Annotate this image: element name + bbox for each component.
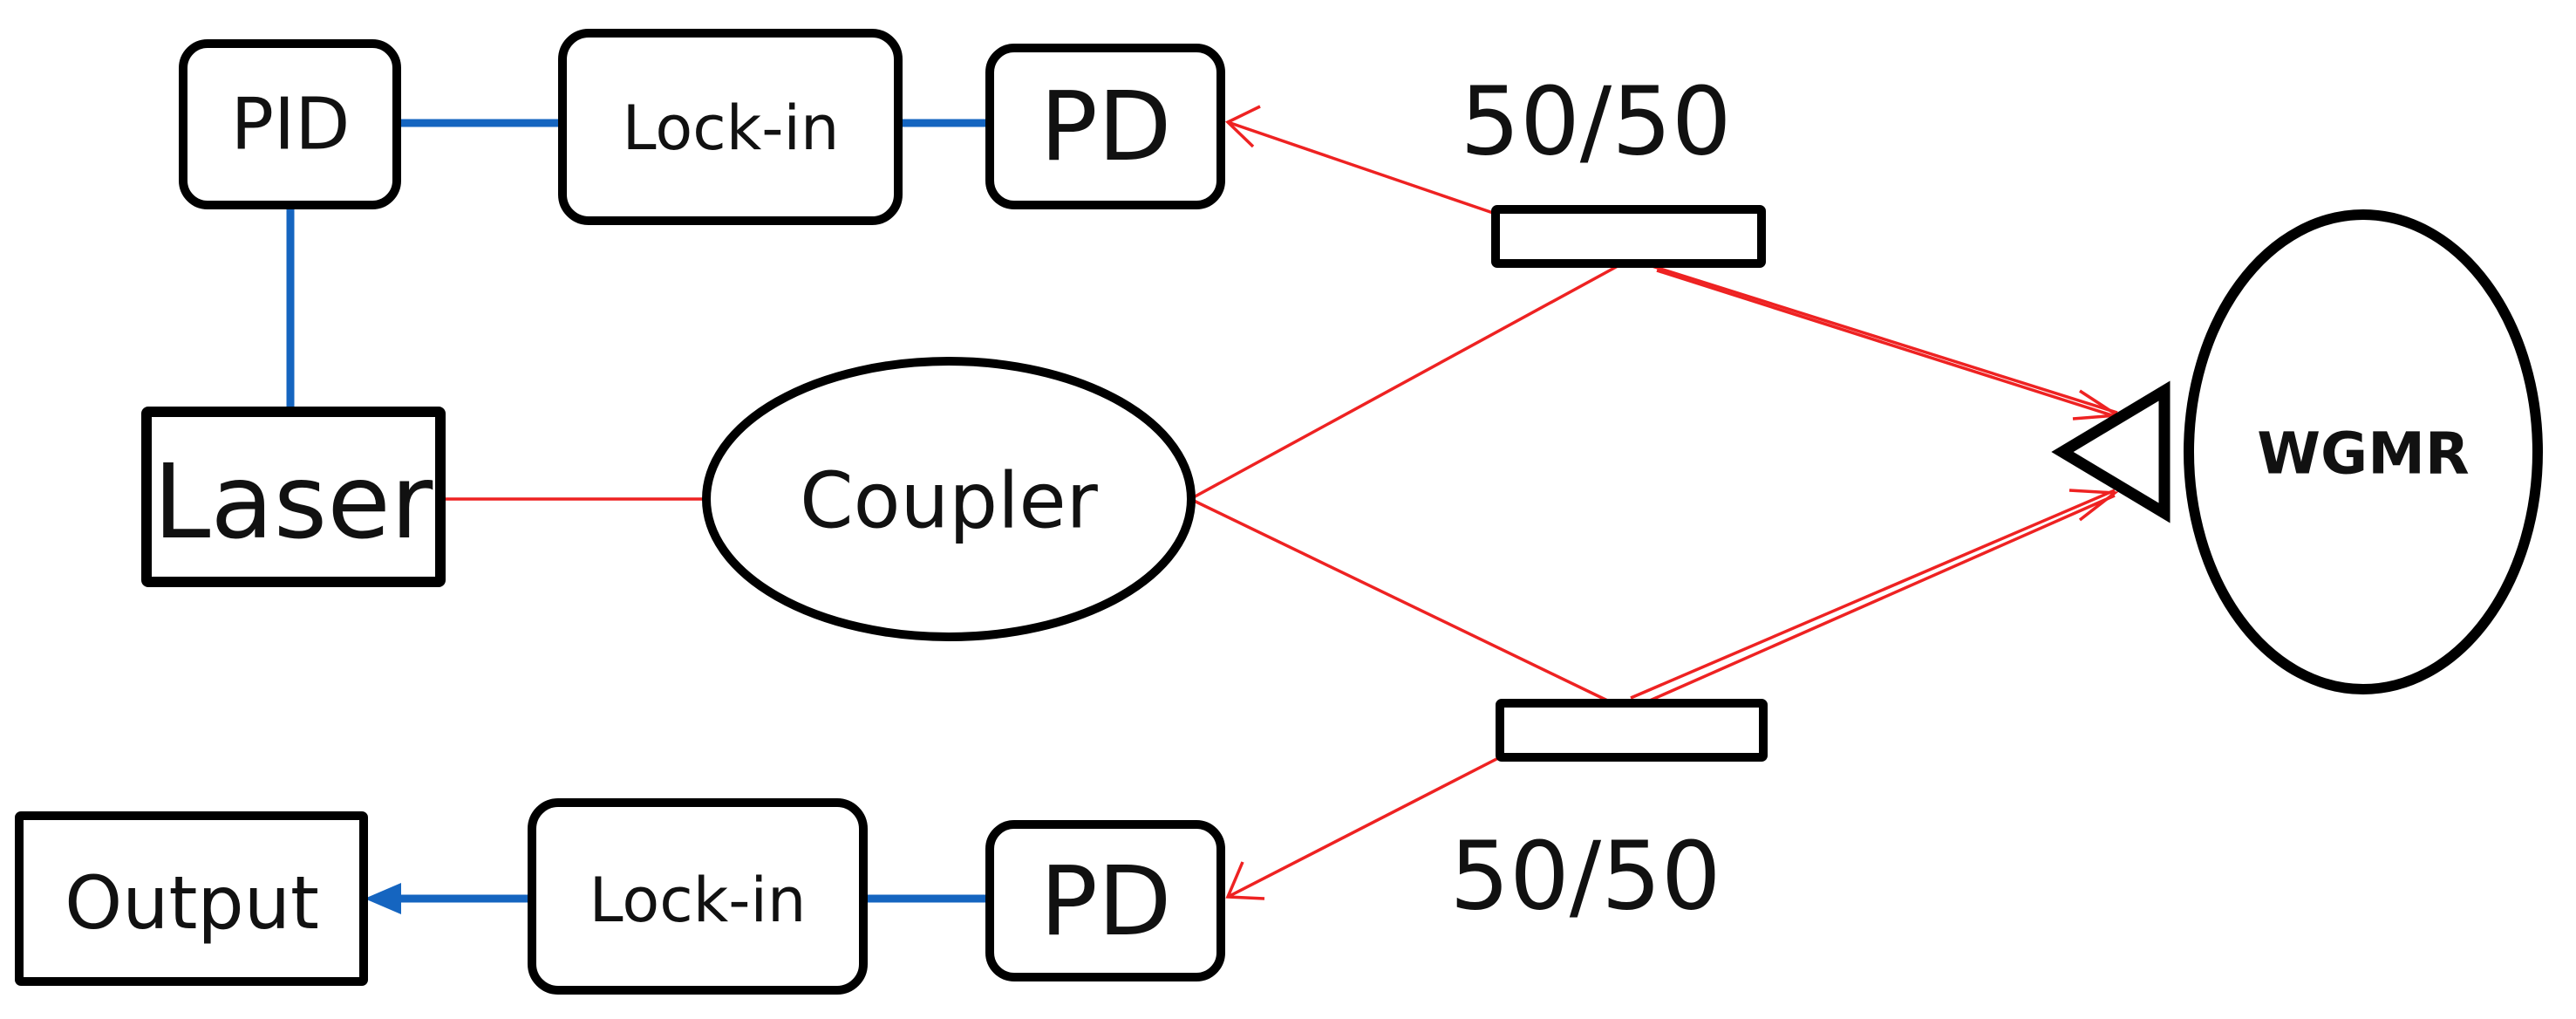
arrowhead-pd-top: [1224, 105, 1261, 148]
beam-splitter-bottom-prism-a: [1630, 489, 2116, 700]
splitter-bottom-ratio: 50/50: [1449, 823, 1721, 932]
beam-coupler-splitter-top: [1189, 264, 1619, 501]
pd-bottom-label: PD: [1039, 845, 1171, 957]
prism-icon: [2051, 380, 2171, 523]
arrowhead-prism-lower: [2068, 489, 2119, 522]
lockin-top-box: [558, 29, 903, 225]
pd-bottom-box: [985, 820, 1225, 981]
pd-top-box: [985, 44, 1225, 209]
beam-splitter-bottom-prism-b: [1643, 494, 2116, 705]
wgmr-label: WGMR: [2257, 421, 2469, 488]
output-box: [15, 811, 368, 986]
splitter-top: [1491, 205, 1766, 268]
lockin-top-label: Lock-in: [623, 92, 840, 164]
coupler-label: Coupler: [800, 456, 1099, 546]
coupler-ellipse: [702, 357, 1196, 641]
beam-splitter-pd-top: [1227, 120, 1496, 215]
arrowhead-to-output: [365, 883, 401, 914]
laser-box: [141, 407, 446, 587]
beam-splitter-pd-bottom: [1227, 756, 1501, 899]
lockin-bottom-box: [528, 798, 868, 995]
pid-label: PID: [231, 84, 351, 167]
splitter-bottom: [1496, 699, 1768, 762]
lockin-bottom-label: Lock-in: [589, 865, 807, 936]
splitter-top-ratio: 50/50: [1460, 68, 1731, 177]
beam-splitter-top-prism-b: [1656, 269, 2118, 419]
pd-top-label: PD: [1039, 71, 1171, 182]
beam-splitter-top-prism-a: [1643, 262, 2118, 414]
beam-coupler-splitter-bottom: [1189, 497, 1625, 710]
output-label: Output: [65, 860, 319, 946]
laser-label: Laser: [153, 441, 433, 562]
wgmr-resonator: [2184, 209, 2543, 694]
pid-box: [179, 39, 401, 209]
arrowhead-pd-bottom: [1225, 861, 1265, 900]
